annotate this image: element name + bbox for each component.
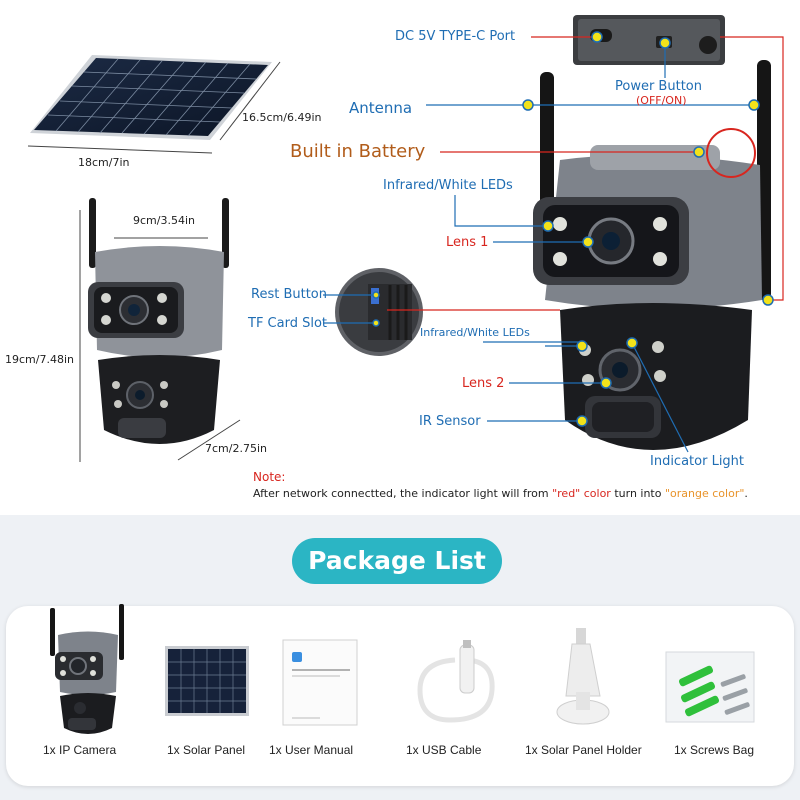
camera-depth-label: 7cm/2.75in [205, 442, 267, 455]
package-item-solar-panel: 1x Solar Panel [167, 743, 246, 757]
solar-panel-holder-icon [556, 628, 610, 725]
package-list-title: Package List [292, 538, 502, 584]
ir-leds-bottom-label: Infrared/White LEDs [420, 326, 530, 339]
solar-panel-illustration [27, 55, 281, 154]
camera-width-label: 9cm/3.54in [133, 214, 195, 227]
camera-dimension-illustration [79, 198, 241, 462]
lens1-label: Lens 1 [446, 235, 489, 250]
power-button-label: Power Button [615, 79, 702, 94]
ip-camera-icon [50, 604, 124, 734]
note-text-middle: turn into [610, 487, 665, 500]
panel-height-label: 16.5cm/6.49in [242, 111, 322, 124]
note-text-before: After network connectted, the indicator … [253, 487, 553, 500]
battery-label: Built in Battery [290, 141, 426, 162]
dc-port-label: DC 5V TYPE-C Port [395, 29, 516, 44]
package-item-screws-bag: 1x Screws Bag [674, 743, 755, 757]
tf-slot-label: TF Card Slot [248, 316, 328, 331]
package-item-solar-panel-holder: 1x Solar Panel Holder [525, 743, 642, 757]
package-item-ip-camera: 1x IP Camera [43, 743, 117, 757]
package-card [6, 606, 794, 786]
note-red-word: "red" color [552, 487, 611, 500]
ir-leds-top-label: Infrared/White LEDs [383, 178, 513, 193]
lens2-label: Lens 2 [462, 376, 505, 391]
note-orange-word: "orange color" [664, 487, 745, 500]
ir-sensor-label: IR Sensor [419, 414, 481, 429]
main-camera-illustration [323, 15, 784, 453]
reset-button-label: Rest Button [251, 287, 327, 302]
note-text: After network connectted, the indicator … [253, 487, 748, 500]
note-text-after: . [744, 487, 748, 500]
package-item-usb-cable: 1x USB Cable [406, 743, 482, 757]
package-item-user-manual: 1x User Manual [269, 743, 354, 757]
power-button-sub-label: (OFF/ON) [636, 94, 687, 107]
antenna-label: Antenna [349, 99, 413, 117]
indicator-light-label: Indicator Light [650, 454, 745, 469]
package-items-illustration [50, 604, 755, 734]
note-label: Note: [253, 470, 286, 484]
solar-panel-icon [165, 646, 249, 716]
screws-bag-icon [665, 651, 755, 723]
camera-height-label: 19cm/7.48in [5, 353, 74, 366]
panel-width-label: 18cm/7in [78, 156, 130, 169]
usb-cable-icon [417, 657, 495, 723]
user-manual-icon [282, 639, 358, 726]
